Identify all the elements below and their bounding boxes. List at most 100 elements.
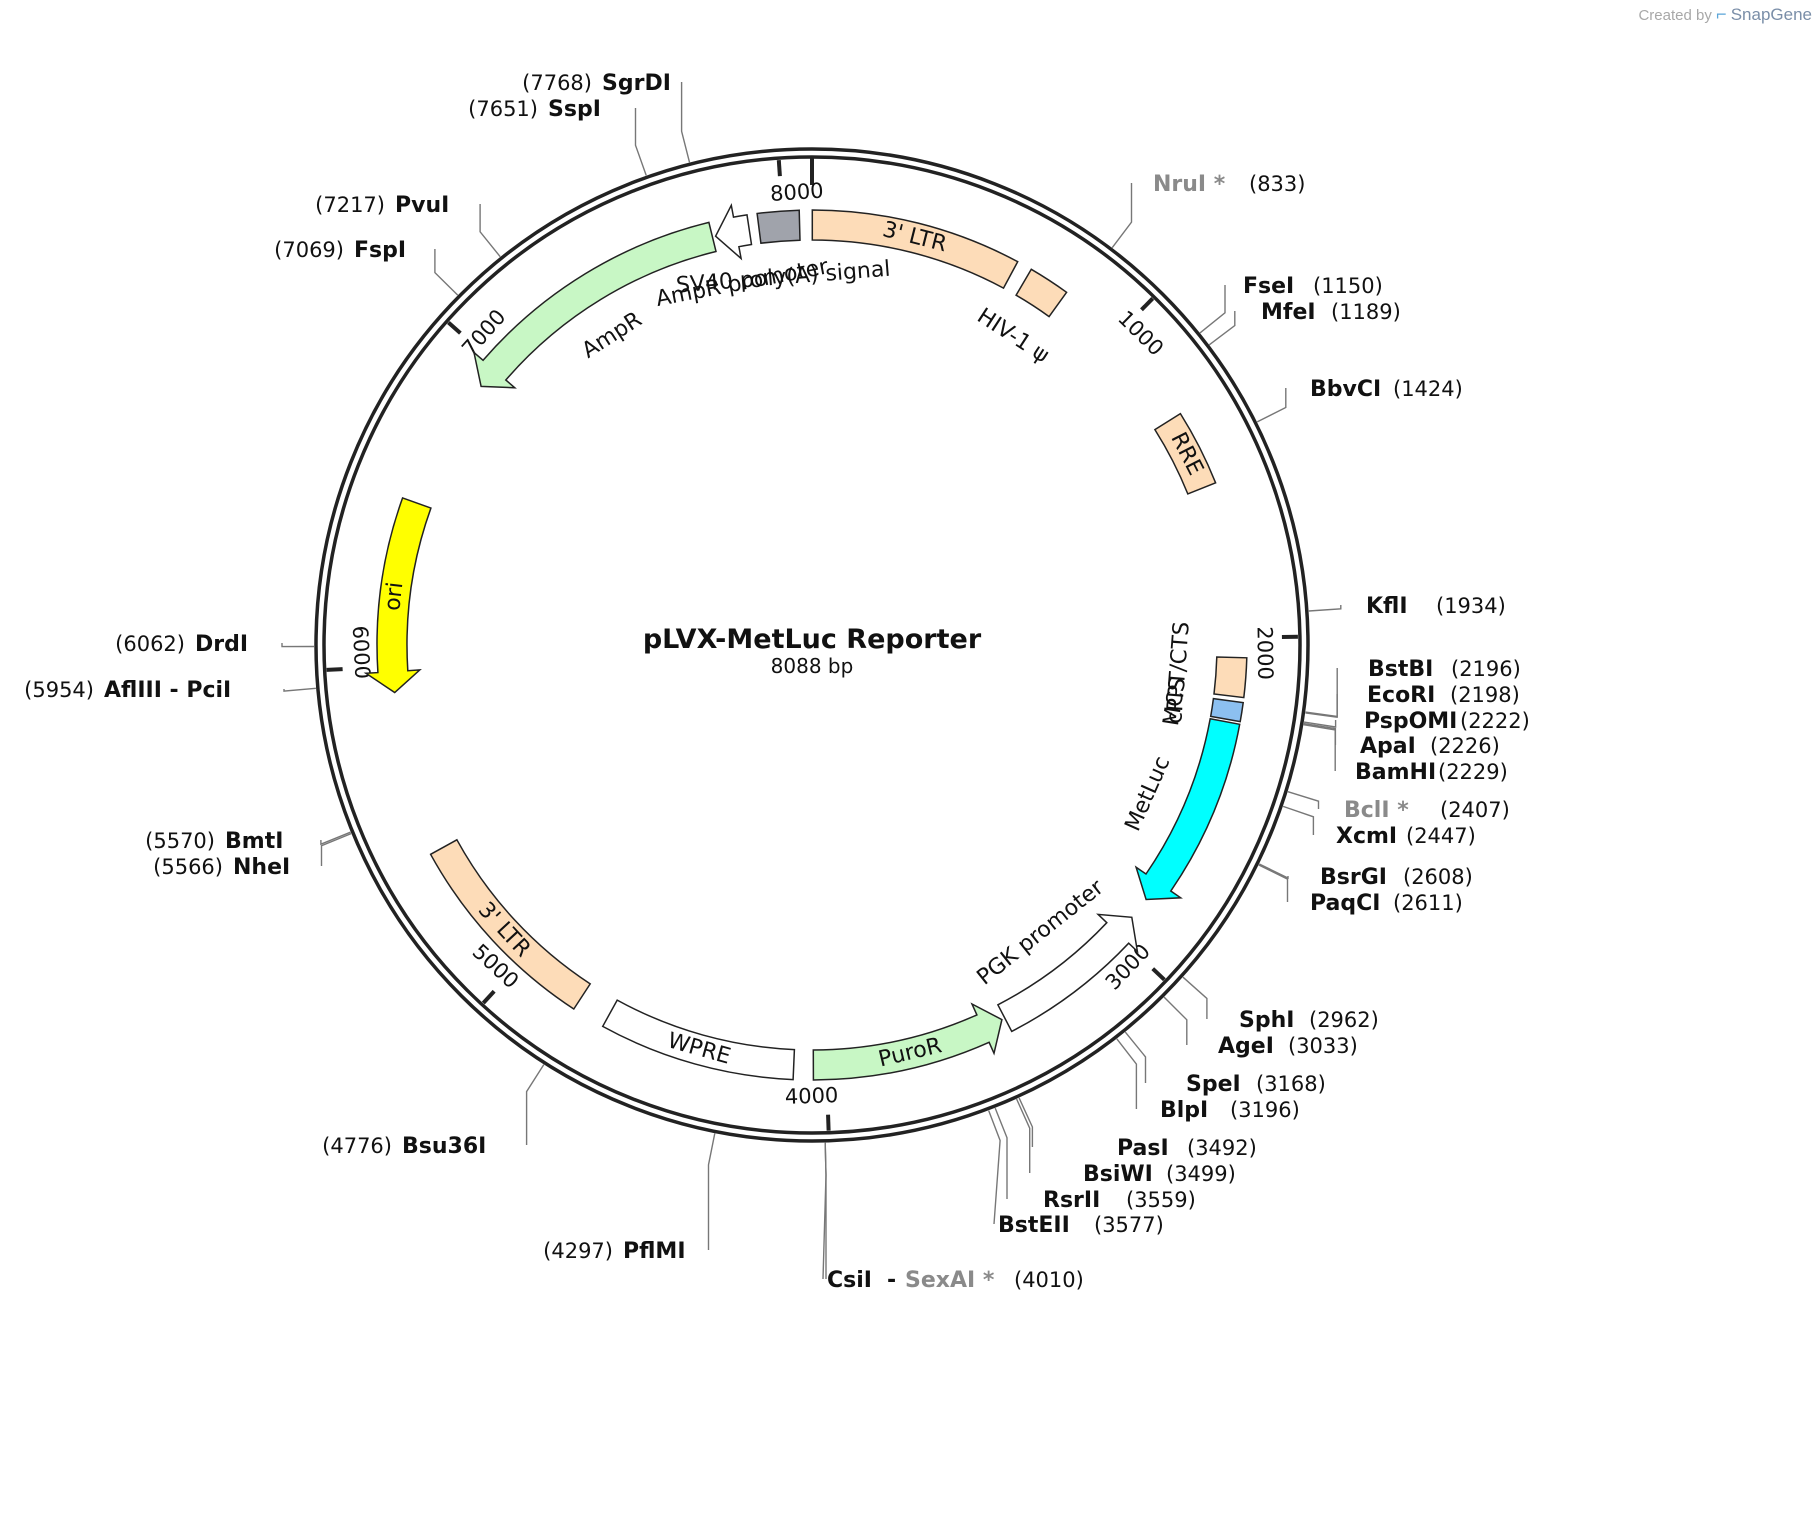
restriction-sites: (7768)SgrDI(7651)SspI (7217)PvuI (7069)Fsp… (24, 71, 1530, 1293)
restriction-site[interactable]: (5566)NheI (153, 855, 290, 880)
site-position: (2611) (1393, 891, 1463, 915)
tick-mark (776, 159, 782, 177)
restriction-site[interactable]: PasI(3492) (1117, 1136, 1257, 1161)
tick-mark (447, 321, 462, 335)
restriction-site[interactable]: BstBI(2196) (1368, 657, 1521, 682)
site-position: (1424) (1393, 377, 1463, 401)
site-position: (3499) (1166, 1162, 1236, 1186)
site-name: RsrII (1043, 1188, 1100, 1213)
restriction-site[interactable]: SphI(2962) (1239, 1008, 1379, 1033)
restriction-site[interactable]: BsrGI(2608) (1320, 865, 1473, 890)
site-position: (2229) (1438, 760, 1508, 784)
site-position: (4776) (322, 1134, 392, 1158)
restriction-site[interactable]: BstEII(3577) (998, 1213, 1164, 1238)
restriction-site[interactable]: (7768)SgrDI (522, 71, 671, 96)
site-position: (3168) (1256, 1072, 1326, 1096)
site-position: (6062) (115, 632, 185, 656)
restriction-site[interactable]: RsrII(3559) (1043, 1188, 1196, 1213)
restriction-site[interactable]: SpeI(3168) (1186, 1072, 1326, 1097)
site-name: Bsu36I (402, 1134, 486, 1159)
restriction-site[interactable]: SexAI *(4010) (905, 1268, 1084, 1293)
feature-label: AmpR (578, 307, 647, 364)
restriction-site[interactable]: XcmI(2447) (1336, 824, 1476, 849)
site-name: ApaI (1360, 734, 1416, 759)
site-leader-line (1163, 996, 1188, 1045)
restriction-site[interactable]: BclI *(2407) (1344, 798, 1510, 823)
restriction-site[interactable]: BbvCI(1424) (1310, 377, 1463, 402)
restriction-site[interactable]: KflI(1934) (1366, 594, 1506, 619)
site-name: BmtI (225, 829, 283, 854)
site-position: (2198) (1450, 683, 1520, 707)
restriction-site[interactable]: (5954)AflIII - PciI (24, 678, 231, 703)
restriction-site[interactable]: AgeI (3033) (1218, 1034, 1358, 1059)
site-position: (2226) (1430, 734, 1500, 758)
feature-shape (714, 202, 753, 261)
site-leader-line (1303, 720, 1337, 728)
site-name: BsiWI (1083, 1162, 1153, 1187)
restriction-site[interactable]: (5570) BmtI (145, 829, 283, 854)
site-leader-line (994, 1107, 1008, 1199)
site-leader-line (283, 687, 316, 692)
site-position: (7768) (522, 71, 592, 95)
site-position: (7217) (315, 193, 385, 217)
restriction-site[interactable]: (6062) DrdI (115, 632, 248, 657)
site-leader-line (281, 643, 315, 648)
restriction-site[interactable]: (7217)PvuI (315, 193, 449, 218)
site-name: DrdI (195, 632, 248, 657)
restriction-site[interactable]: NruI *(833) (1153, 172, 1305, 197)
site-name: BamHI (1355, 760, 1436, 785)
restriction-site[interactable]: PspOMI(2222) (1364, 709, 1530, 734)
site-position: (5954) (24, 678, 94, 702)
restriction-site[interactable]: PaqCI(2611) (1310, 891, 1463, 916)
restriction-site[interactable]: FseI(1150) (1243, 274, 1383, 299)
site-leader-line (1258, 864, 1289, 902)
plasmid-name: pLVX-MetLuc Reporter (643, 624, 982, 655)
site-position: (5566) (153, 855, 223, 879)
credit-prefix: Created by (1638, 7, 1712, 24)
backbone-outer-strand (314, 147, 1310, 1143)
site-name: BclI * (1344, 798, 1409, 823)
restriction-site[interactable]: BsiWI (3499) (1083, 1162, 1236, 1187)
site-position: (1934) (1436, 594, 1506, 618)
site-position: (3033) (1288, 1034, 1358, 1058)
site-leader-line (634, 108, 647, 176)
feature-label: HIV-1 ψ (973, 304, 1054, 369)
feature-shape (429, 838, 592, 1011)
site-name: SphI (1239, 1008, 1294, 1033)
credit-brand: SnapGene (1730, 5, 1812, 24)
restriction-site[interactable]: CsiI (827, 1268, 872, 1293)
site-leader-line (1199, 285, 1226, 334)
feature-shape (996, 913, 1139, 1033)
tick-label: 1000 (1113, 306, 1168, 361)
restriction-site[interactable]: (4297)PflMI (543, 1239, 685, 1264)
feature-shape (363, 496, 432, 694)
site-name: BstEII (998, 1213, 1070, 1238)
feature-label: ori (380, 581, 408, 612)
restriction-site[interactable]: EcoRI (2198) (1367, 683, 1520, 708)
restriction-site[interactable]: ApaI (2226) (1360, 734, 1500, 759)
site-name: PflMI (623, 1239, 686, 1264)
site-name: AgeI (1218, 1034, 1274, 1059)
site-position: (5570) (145, 829, 215, 853)
snapgene-credit[interactable]: Created by ⌐ SnapGene (1638, 4, 1812, 25)
tick-mark (1140, 297, 1155, 312)
site-position: (3196) (1230, 1098, 1300, 1122)
site-name: NruI * (1153, 172, 1226, 197)
site-leader-line (1258, 863, 1289, 880)
restriction-site[interactable]: (7069)FspI (274, 238, 406, 263)
restriction-site[interactable]: (4776) Bsu36I (322, 1134, 486, 1159)
site-name: EcoRI (1367, 683, 1435, 708)
restriction-site[interactable]: BlpI(3196) (1160, 1098, 1300, 1123)
tick-label: 2000 (1252, 626, 1277, 680)
site-leader-line (1308, 605, 1342, 612)
site-leader-line (1015, 1098, 1031, 1173)
site-leader-line (1305, 668, 1338, 718)
restriction-site[interactable]: MfeI(1189) (1261, 300, 1401, 325)
feature-shape (1213, 656, 1248, 699)
restriction-site[interactable]: (7651)SspI (468, 97, 601, 122)
site-leader-line (320, 832, 352, 866)
restriction-site[interactable]: - (887, 1268, 896, 1293)
restriction-site[interactable]: BamHI(2229) (1355, 760, 1508, 785)
site-name: XcmI (1336, 824, 1397, 849)
